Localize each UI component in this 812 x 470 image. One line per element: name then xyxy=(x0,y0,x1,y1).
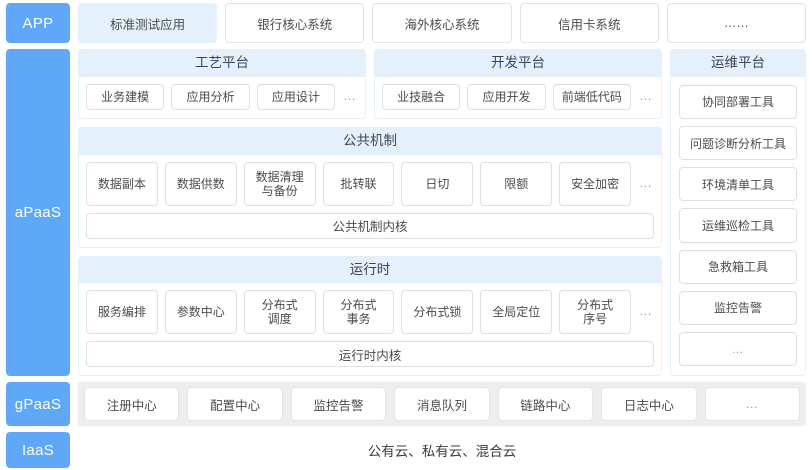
dev-platform-more-ellipsis[interactable]: … xyxy=(638,87,653,103)
layer-gpaas: gPaaS 注册中心配置中心监控告警消息队列链路中心日志中心… xyxy=(6,382,806,426)
craft-platform-more-ellipsis[interactable]: … xyxy=(342,87,357,103)
common-mechanism-more-ellipsis[interactable]: … xyxy=(639,174,654,190)
gpaas-chip-4[interactable]: 链路中心 xyxy=(497,387,594,421)
panel-title-runtime: 运行时 xyxy=(79,256,661,284)
common-mechanism-chip-2[interactable]: 数据清理 与备份 xyxy=(243,161,316,206)
panel-craft-platform: 工艺平台 业务建模应用分析应用设计 … xyxy=(78,49,366,119)
layer-app: APP 标准测试应用银行核心系统海外核心系统信用卡系统…… xyxy=(6,3,807,43)
runtime-chip-5[interactable]: 全局定位 xyxy=(480,290,553,334)
app-chip-4[interactable]: …… xyxy=(666,3,807,43)
panel-body-runtime: 服务编排参数中心分布式 调度分布式 事务分布式锁全局定位分布式 序号 … 运行时内… xyxy=(79,283,661,375)
ops-item-6[interactable]: … xyxy=(679,331,797,367)
ops-item-4[interactable]: 急救箱工具 xyxy=(679,249,797,284)
layer-label-gpaas: gPaaS xyxy=(6,382,70,426)
common-mechanism-chip-4[interactable]: 日切 xyxy=(401,161,474,206)
layer-body-apaas: 工艺平台 业务建模应用分析应用设计 … 开发平台 业技融合应用开发前端低代码 … xyxy=(78,49,806,376)
runtime-kernel-bar: 运行时内核 xyxy=(86,341,654,367)
layer-label-iaas: IaaS xyxy=(6,432,70,468)
layer-label-apaas: aPaaS xyxy=(6,49,70,376)
common-mechanism-kernel-bar: 公共机制内核 xyxy=(86,212,654,239)
dev-platform-chip-1[interactable]: 应用开发 xyxy=(467,83,546,110)
panel-body-craft-platform: 业务建模应用分析应用设计 … xyxy=(79,77,365,118)
gpaas-chip-3[interactable]: 消息队列 xyxy=(394,387,490,421)
iaas-text: 公有云、私有云、混合云 xyxy=(78,432,806,468)
panel-ops-platform: 运维平台 协同部署工具问题诊断分析工具环境清单工具运维巡检工具急救箱工具监控告警… xyxy=(670,49,806,376)
panel-body-dev-platform: 业技融合应用开发前端低代码 … xyxy=(375,77,661,118)
common-mechanism-chip-0[interactable]: 数据副本 xyxy=(86,161,158,206)
ops-item-2[interactable]: 环境清单工具 xyxy=(679,167,797,202)
craft-platform-chip-0[interactable]: 业务建模 xyxy=(86,83,165,110)
runtime-chip-4[interactable]: 分布式锁 xyxy=(401,290,474,334)
common-mechanism-chip-1[interactable]: 数据供数 xyxy=(164,161,237,206)
layer-body-gpaas: 注册中心配置中心监控告警消息队列链路中心日志中心… xyxy=(78,382,806,426)
layer-apaas: aPaaS 工艺平台 业务建模应用分析应用设计 … 开发平台 业技融合应用开发前端… xyxy=(6,49,806,376)
runtime-more-ellipsis[interactable]: … xyxy=(639,303,654,319)
common-mechanism-chip-5[interactable]: 限额 xyxy=(480,161,553,206)
runtime-chip-0[interactable]: 服务编排 xyxy=(86,290,158,334)
layer-label-app: APP xyxy=(6,3,70,43)
panel-title-ops-platform: 运维平台 xyxy=(671,50,805,77)
dev-platform-chip-2[interactable]: 前端低代码 xyxy=(552,83,631,110)
app-chip-2[interactable]: 海外核心系统 xyxy=(372,3,512,43)
app-chip-1[interactable]: 银行核心系统 xyxy=(225,3,365,43)
gpaas-chip-2[interactable]: 监控告警 xyxy=(290,387,387,421)
apaas-right-column: 运维平台 协同部署工具问题诊断分析工具环境清单工具运维巡检工具急救箱工具监控告警… xyxy=(670,49,806,376)
gpaas-chip-6[interactable]: … xyxy=(704,387,800,421)
gpaas-chip-row: 注册中心配置中心监控告警消息队列链路中心日志中心… xyxy=(78,382,806,426)
dev-platform-chip-row: 业技融合应用开发前端低代码 … xyxy=(382,83,654,110)
app-chip-3[interactable]: 信用卡系统 xyxy=(519,3,659,43)
app-chip-row: 标准测试应用银行核心系统海外核心系统信用卡系统…… xyxy=(78,3,807,43)
apaas-left-column: 工艺平台 业务建模应用分析应用设计 … 开发平台 业技融合应用开发前端低代码 … xyxy=(78,49,662,376)
craft-platform-chip-2[interactable]: 应用设计 xyxy=(256,83,335,110)
ops-platform-item-list: 协同部署工具问题诊断分析工具环境清单工具运维巡检工具急救箱工具监控告警 … xyxy=(671,77,805,375)
layer-iaas: IaaS 公有云、私有云、混合云 xyxy=(6,432,806,468)
runtime-chip-2[interactable]: 分布式 调度 xyxy=(243,290,316,334)
ops-item-5[interactable]: 监控告警 xyxy=(679,290,797,325)
runtime-chip-row: 服务编排参数中心分布式 调度分布式 事务分布式锁全局定位分布式 序号 … xyxy=(86,290,654,334)
panel-common-mechanism: 公共机制 数据副本数据供数数据清理 与备份批转联日切限额安全加密 … 公共机制内核 xyxy=(78,127,662,248)
runtime-chip-3[interactable]: 分布式 事务 xyxy=(322,290,395,334)
panel-body-common-mechanism: 数据副本数据供数数据清理 与备份批转联日切限额安全加密 … 公共机制内核 xyxy=(79,155,661,247)
panel-title-craft-platform: 工艺平台 xyxy=(79,50,365,77)
layer-body-iaas: 公有云、私有云、混合云 xyxy=(78,432,806,468)
top-platform-row: 工艺平台 业务建模应用分析应用设计 … 开发平台 业技融合应用开发前端低代码 … xyxy=(78,49,662,119)
common-mechanism-chip-6[interactable]: 安全加密 xyxy=(559,161,632,206)
craft-platform-chip-1[interactable]: 应用分析 xyxy=(171,83,250,110)
ops-item-1[interactable]: 问题诊断分析工具 xyxy=(679,126,797,161)
panel-title-common-mechanism: 公共机制 xyxy=(79,128,661,155)
ops-item-0[interactable]: 协同部署工具 xyxy=(679,84,797,120)
gpaas-chip-1[interactable]: 配置中心 xyxy=(187,387,283,421)
app-chip-0[interactable]: 标准测试应用 xyxy=(78,3,218,43)
runtime-chip-6[interactable]: 分布式 序号 xyxy=(559,290,632,334)
gpaas-chip-5[interactable]: 日志中心 xyxy=(601,387,697,421)
layer-body-app: 标准测试应用银行核心系统海外核心系统信用卡系统…… xyxy=(78,3,807,43)
panel-runtime: 运行时 服务编排参数中心分布式 调度分布式 事务分布式锁全局定位分布式 序号 … … xyxy=(78,255,662,376)
ops-item-3[interactable]: 运维巡检工具 xyxy=(679,208,797,243)
dev-platform-chip-0[interactable]: 业技融合 xyxy=(382,83,461,110)
gpaas-chip-0[interactable]: 注册中心 xyxy=(84,387,180,421)
panel-dev-platform: 开发平台 业技融合应用开发前端低代码 … xyxy=(374,49,662,119)
common-mechanism-chip-row: 数据副本数据供数数据清理 与备份批转联日切限额安全加密 … xyxy=(86,161,654,206)
common-mechanism-chip-3[interactable]: 批转联 xyxy=(322,161,395,206)
runtime-chip-1[interactable]: 参数中心 xyxy=(164,290,237,334)
craft-platform-chip-row: 业务建模应用分析应用设计 … xyxy=(86,83,358,110)
panel-title-dev-platform: 开发平台 xyxy=(375,50,661,77)
